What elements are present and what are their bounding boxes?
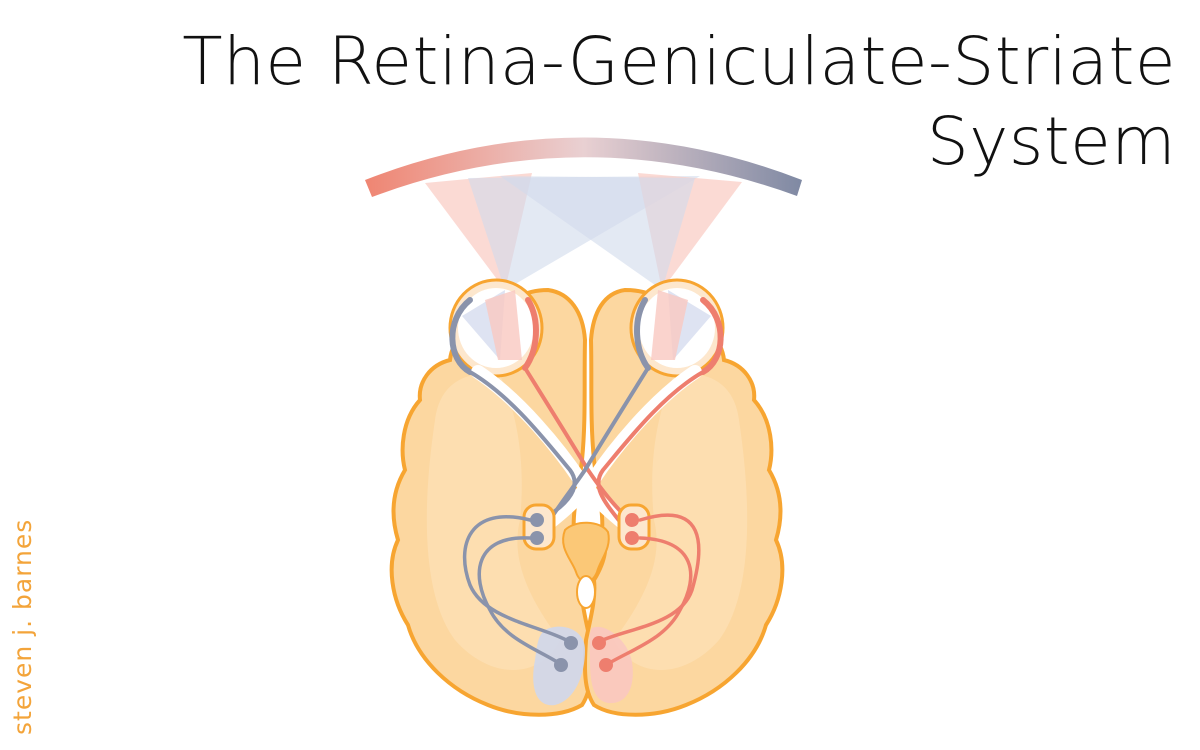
left-eye [448, 278, 544, 378]
page-title: The Retina-Geniculate-Striate System [182, 22, 1176, 182]
right-lgn [617, 503, 651, 551]
right-inner-lobe [614, 373, 748, 670]
brain [389, 287, 785, 717]
title-line-1: The Retina-Geniculate-Striate [182, 23, 1176, 100]
light-cones [425, 173, 742, 290]
cortex-terminals [554, 636, 613, 672]
left-upper-radiation [462, 515, 572, 644]
title-line-2: System [926, 103, 1176, 180]
right-lower-radiation [604, 536, 693, 667]
ventricle [576, 575, 596, 609]
right-eye [629, 278, 725, 378]
left-lgn [522, 503, 556, 551]
left-lower-radiation [477, 536, 564, 667]
left-inner-lobe [426, 373, 560, 670]
right-upper-radiation [596, 513, 701, 644]
visual-field-arc [365, 137, 802, 197]
optic-radiations [462, 513, 701, 667]
blue-cone-right [500, 176, 695, 290]
optic-chiasm [468, 365, 705, 540]
midbrain [562, 521, 610, 583]
